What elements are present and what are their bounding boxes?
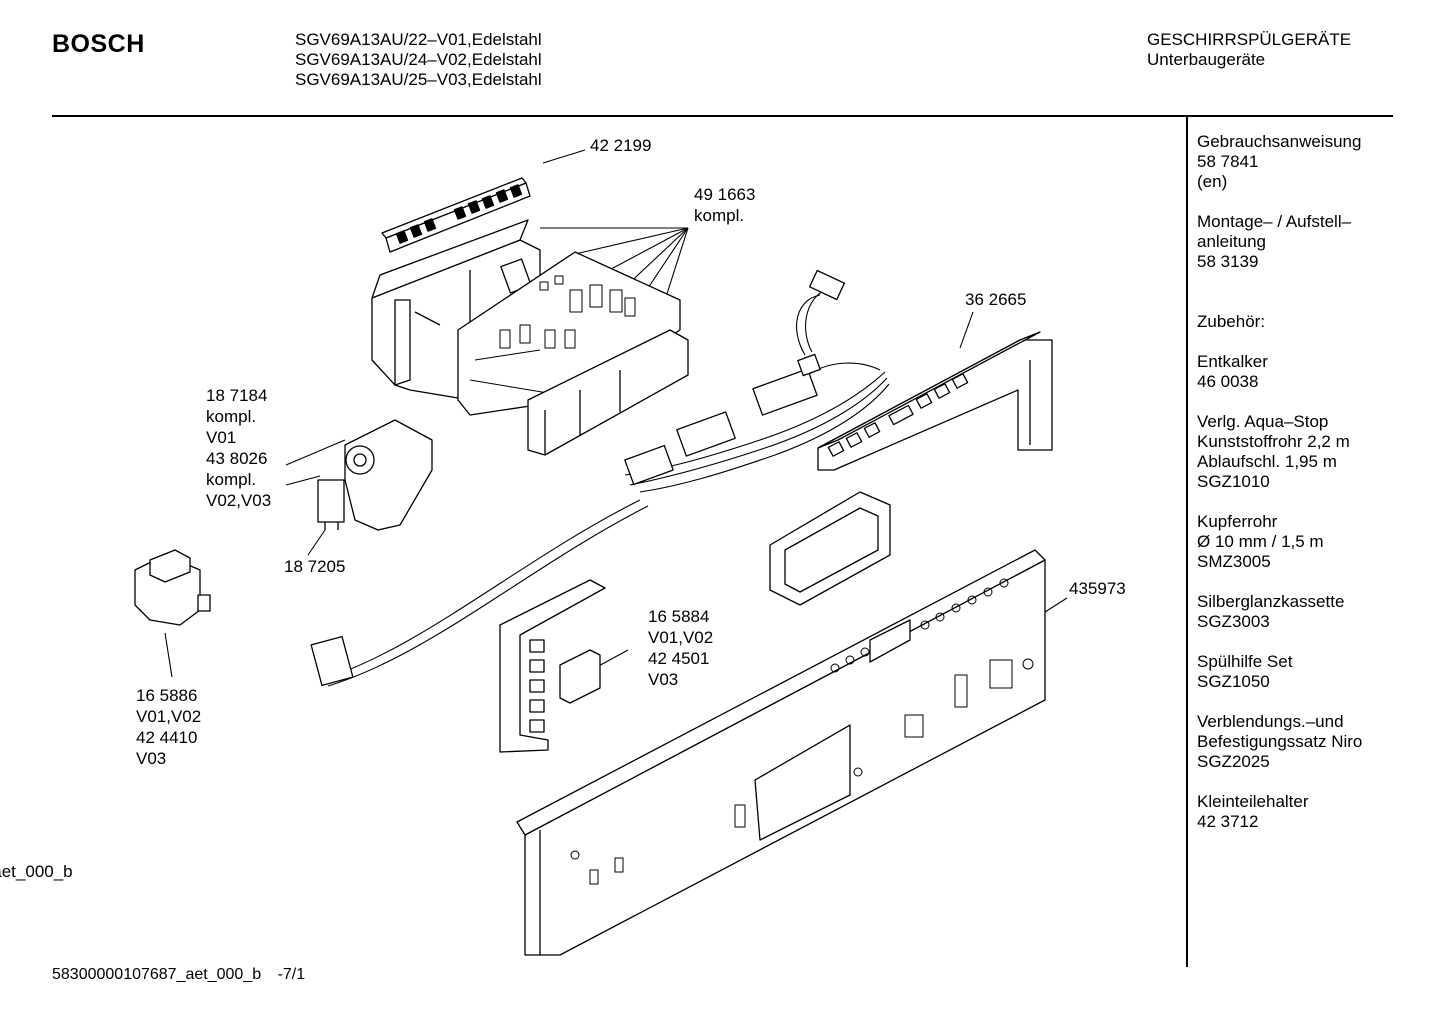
relay-block [134,549,211,626]
accessory-line: Kupferrohr [1197,512,1278,531]
model-line: SGV69A13AU/24–V02,Edelstahl [295,50,542,69]
model-line: SGV69A13AU/25–V03,Edelstahl [295,70,542,89]
part-number-line: V01,V02 [648,628,714,647]
part-label-491663: 49 1663 kompl. [694,184,755,226]
harness-connectors [310,269,846,687]
accessory-line: Zubehör: [1197,312,1266,331]
part-number-line: 18 7205 [284,557,346,576]
part-label-187184: 18 7184 kompl. V01 43 8026 kompl. V02,V03 [206,385,271,511]
model-list: SGV69A13AU/22–V01,Edelstahl SGV69A13AU/2… [295,30,542,90]
accessory-entry: Zubehör: [1197,292,1417,332]
part-number-line: V03 [648,670,679,689]
part-number-line: kompl. [206,470,257,489]
accessory-line: 46 0038 [1197,372,1259,391]
door-handle [769,491,891,606]
accessory-line: Gebrauchsanweisung [1197,132,1362,151]
accessory-line: SGZ2025 [1197,752,1270,771]
accessory-line: Verlg. Aqua–Stop [1197,412,1329,431]
valve-assembly [317,419,433,531]
part-number-line: 42 4501 [648,649,710,668]
part-label-187205: 18 7205 [284,556,345,577]
front-panel [516,549,1046,956]
accessory-line: 58 3139 [1197,252,1259,271]
accessory-line: Befestigungssatz Niro [1197,732,1363,751]
part-label-435973: 435973 [1069,578,1126,599]
brand-logo: BOSCH [52,30,145,58]
footer: 58300000107687_aet_000_b -7/1 [52,966,305,984]
accessory-line: SGZ1050 [1197,672,1270,691]
board-bracket [527,329,689,456]
button-strip [381,177,531,253]
category: GESCHIRRSPÜLGERÄTE Unterbaugeräte [1147,30,1351,70]
part-number-line: 43 8026 [206,449,268,468]
panel-frame [817,331,1053,471]
accessory-line: SGZ1010 [1197,472,1270,491]
accessory-line: SGZ3003 [1197,612,1270,631]
part-number-line: 36 2665 [965,290,1027,309]
accessory-line: Silberglanzkassette [1197,592,1345,611]
accessory-line: 58 7841 [1197,152,1259,171]
category-title: GESCHIRRSPÜLGERÄTE [1147,30,1352,49]
part-number-line: V01,V02 [136,707,202,726]
side-frame [499,579,606,753]
model-line: SGV69A13AU/22–V01,Edelstahl [295,30,542,49]
part-number-line: 42 4410 [136,728,198,747]
accessory-line: Ablaufschl. 1,95 m [1197,452,1337,471]
part-number-line: V02,V03 [206,491,272,510]
part-number-line: kompl. [694,206,745,225]
accessory-line: SMZ3005 [1197,552,1271,571]
accessory-line: Kunststoffrohr 2,2 m [1197,432,1350,451]
sidebar-divider [1186,117,1188,967]
part-number-line: 42 2199 [590,136,652,155]
part-number-line: 18 7184 [206,386,268,405]
accessory-line: 42 3712 [1197,812,1259,831]
header-divider [52,115,1393,117]
part-number-line: 49 1663 [694,185,756,204]
part-number-line: 16 5886 [136,686,198,705]
part-number-line: 16 5884 [648,607,710,626]
accessory-line [1197,292,1417,312]
part-number-line: V01 [206,428,237,447]
exploded-view-diagram [134,149,1068,956]
part-label-362665: 36 2665 [965,289,1026,310]
drawing-id: 7687_aet_000_b [0,862,73,881]
accessory-line: Kleinteilehalter [1197,792,1309,811]
footer-page: -7/1 [277,966,306,983]
accessory-line: Entkalker [1197,352,1268,371]
part-number-line: V03 [136,749,167,768]
footer-doc-id: 58300000107687_aet_000_b [52,966,262,983]
accessory-line: (en) [1197,172,1228,191]
part-number-line: 435973 [1069,579,1126,598]
part-number-line: kompl. [206,407,257,426]
accessory-line: Verblendungs.–und [1197,712,1344,731]
accessory-line: Montage– / Aufstell– [1197,212,1352,231]
accessory-line: Spülhilfe Set [1197,652,1293,671]
category-subtitle: Unterbaugeräte [1147,50,1266,69]
accessory-line: Ø 10 mm / 1,5 m [1197,532,1324,551]
part-label-422199: 42 2199 [590,135,651,156]
accessory-line: anleitung [1197,232,1267,251]
